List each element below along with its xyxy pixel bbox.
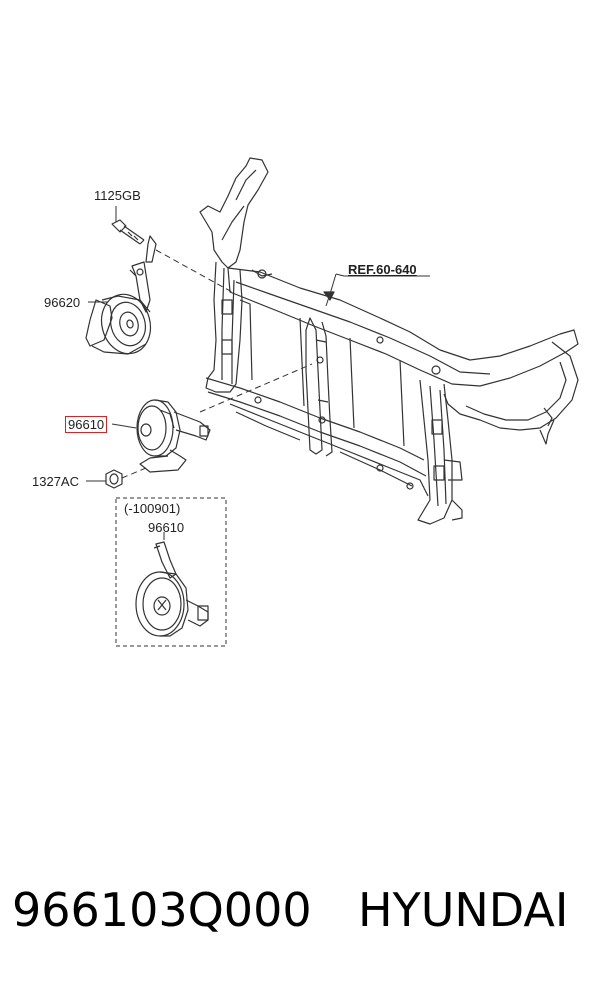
nut-1327AC: [105, 469, 123, 489]
horn-96610-variant: [135, 541, 209, 637]
brand-name: HYUNDAI: [358, 883, 569, 937]
bolt-1125GB: [111, 219, 145, 245]
label-nut-1327AC: 1327AC: [32, 474, 79, 489]
radiator-support-frame: [199, 157, 579, 525]
label-ref-60-640: REF.60-640: [348, 262, 417, 277]
label-variant-range: (-100901): [124, 501, 181, 516]
label-bolt-1125GB: 1125GB: [94, 188, 141, 203]
label-variant-part: 96610: [148, 520, 185, 535]
horn-96610: [136, 399, 211, 473]
horn-96620: [85, 235, 157, 355]
label-horn-96610-highlighted[interactable]: 96610: [65, 416, 108, 433]
label-horn-96620: 96620: [44, 295, 81, 310]
part-number: 966103Q000: [12, 883, 312, 937]
